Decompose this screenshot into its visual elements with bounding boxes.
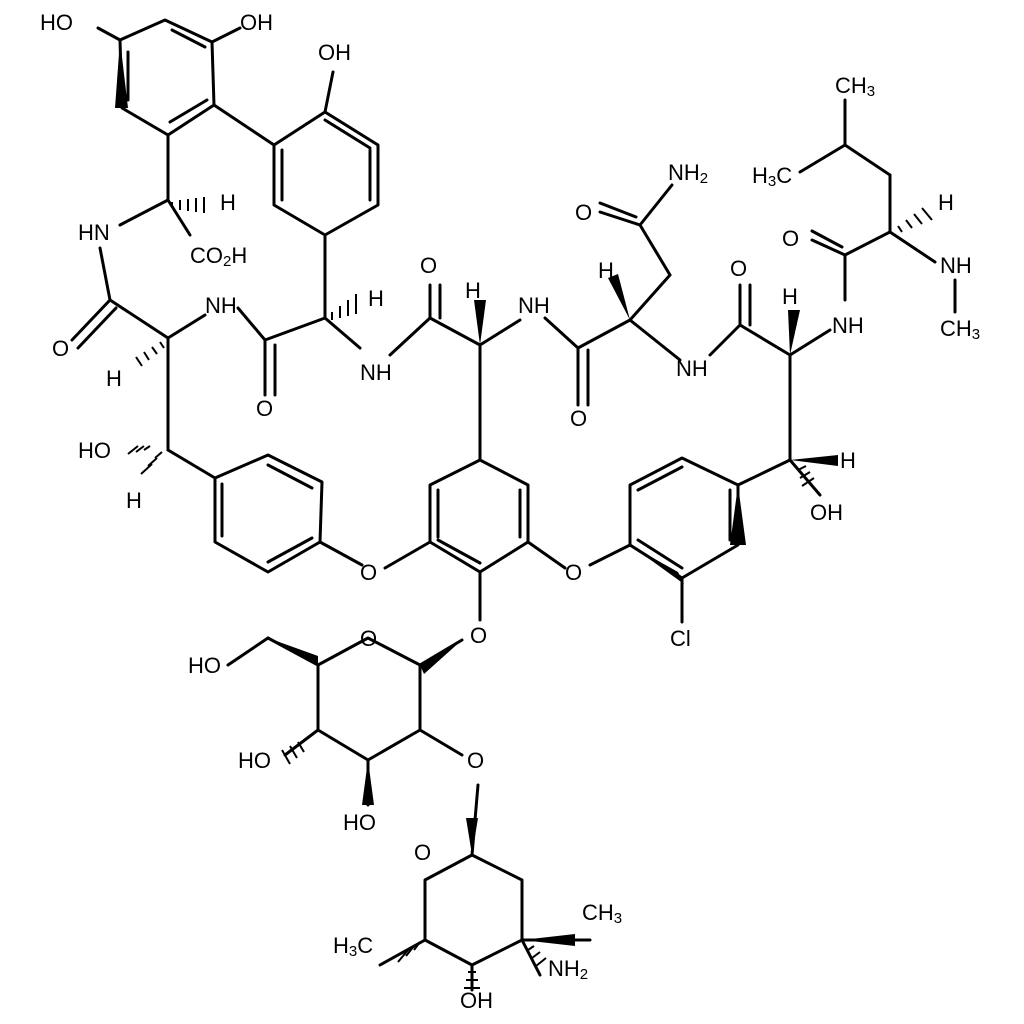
h3c-sugar: H3C bbox=[333, 933, 373, 960]
h-alpha-4: H bbox=[465, 278, 481, 303]
o-ether-right: O bbox=[565, 560, 582, 585]
o-carbonyl-amide: O bbox=[575, 200, 592, 225]
ho-ch2: HO bbox=[188, 653, 221, 678]
oh-beta-right: OH bbox=[810, 500, 843, 525]
nh2-amide: NH2 bbox=[668, 160, 708, 187]
stereo-hashes bbox=[127, 197, 933, 989]
nh-2: NH bbox=[360, 360, 392, 385]
nh-5: NH bbox=[832, 313, 864, 338]
h-alpha-2: H bbox=[106, 366, 122, 391]
residue-1 bbox=[70, 133, 207, 452]
cl: Cl bbox=[670, 626, 691, 651]
o-carbonyl-5: O bbox=[730, 256, 747, 281]
ring-c bbox=[166, 448, 364, 574]
ring-e bbox=[588, 456, 822, 624]
h-alpha-3: H bbox=[368, 286, 384, 311]
ch3-leu-top: CH3 bbox=[835, 73, 875, 100]
h-beta-left: H bbox=[126, 488, 142, 513]
ring-b bbox=[272, 70, 380, 237]
nh-methyl: NH bbox=[940, 253, 972, 278]
nh-4: NH bbox=[676, 356, 708, 381]
o-carbonyl-left: O bbox=[52, 336, 69, 361]
residue-3 bbox=[388, 283, 522, 462]
o-glycoside: O bbox=[470, 623, 487, 648]
stereo-wedges bbox=[115, 40, 838, 946]
o-carbonyl-6: O bbox=[782, 226, 799, 251]
h-alpha-5: H bbox=[598, 258, 614, 283]
o-ether-left: O bbox=[360, 560, 377, 585]
nh-3: NH bbox=[518, 293, 550, 318]
o-carbonyl-3: O bbox=[420, 253, 437, 278]
ring-d bbox=[383, 458, 567, 622]
residue-6 bbox=[798, 98, 957, 314]
oh-sugar: OH bbox=[460, 988, 493, 1013]
o-amino-sugar-ring: O bbox=[414, 840, 431, 865]
h-leu: H bbox=[938, 190, 954, 215]
h-beta-right: H bbox=[840, 448, 856, 473]
oh-top-phenol: OH bbox=[318, 40, 351, 65]
h-alpha-1: H bbox=[220, 190, 236, 215]
residue-2 bbox=[236, 233, 362, 397]
ch3-n: CH3 bbox=[940, 316, 980, 343]
oh-top-mid: OH bbox=[240, 10, 273, 35]
ho-beta-left: HO bbox=[78, 438, 111, 463]
residue-5 bbox=[708, 283, 832, 462]
hn-left: HN bbox=[78, 220, 110, 245]
biaryl-bond bbox=[212, 103, 276, 147]
o-carbonyl-2: O bbox=[256, 396, 273, 421]
oh-top-left: HO bbox=[40, 10, 73, 35]
atom-labels: HO OH OH HN H CO2H O NH H H O NH O H NH … bbox=[40, 10, 980, 1013]
nh2-sugar: NH2 bbox=[548, 956, 588, 983]
nh-1: NH bbox=[205, 293, 237, 318]
h-alpha-6: H bbox=[782, 284, 798, 309]
o-carbonyl-4: O bbox=[570, 406, 587, 431]
residue-4 bbox=[543, 183, 682, 407]
co2h: CO2H bbox=[190, 243, 247, 270]
ho-glucose-4: HO bbox=[238, 748, 271, 773]
h3c-leu: H3C bbox=[752, 163, 792, 190]
o-glucose-ring: O bbox=[360, 626, 377, 651]
o-sugar-link: O bbox=[467, 748, 484, 773]
ch3-sugar: CH3 bbox=[582, 900, 622, 927]
ho-glucose-3: HO bbox=[343, 810, 376, 835]
